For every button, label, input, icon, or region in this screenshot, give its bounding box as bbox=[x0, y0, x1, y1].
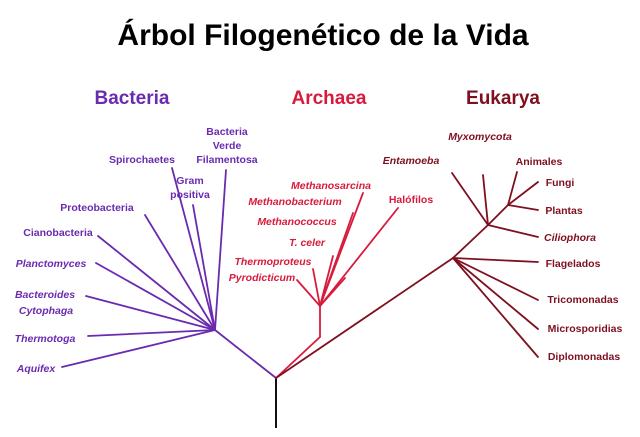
leaf-microsporidias: Microsporidias bbox=[548, 323, 623, 335]
leaf-cytophaga: Cytophaga bbox=[19, 305, 73, 317]
archaea-labels: Methanosarcina Methanobacterium Methanoc… bbox=[229, 180, 434, 284]
leaf-t-celer: T. celer bbox=[289, 237, 326, 249]
branch-cianobacteria bbox=[97, 235, 216, 331]
leaf-myxomycota: Myxomycota bbox=[448, 131, 512, 143]
leaf-bacteria-verde-line1: Bacteria bbox=[206, 126, 248, 138]
branch-animales bbox=[507, 171, 518, 206]
branch-diplomonadas bbox=[452, 257, 539, 358]
domain-label-archaea: Archaea bbox=[292, 88, 367, 109]
branch-halofilos bbox=[319, 207, 399, 307]
branch-myxomycota bbox=[482, 174, 489, 226]
branch-thermoproteus bbox=[312, 268, 321, 307]
leaf-thermotoga: Thermotoga bbox=[15, 333, 76, 345]
bacteria-branches bbox=[61, 167, 277, 379]
branch-plantas bbox=[507, 204, 539, 211]
branch-gram-positiva bbox=[192, 204, 216, 331]
branch-bacteria-verde bbox=[214, 169, 227, 331]
leaf-pyrodicticum: Pyrodicticum bbox=[229, 272, 296, 284]
branch-bacteroides bbox=[85, 295, 216, 331]
leaf-methanococcus: Methanococcus bbox=[257, 216, 337, 228]
branch-flagelados bbox=[452, 257, 539, 263]
domain-label-bacteria: Bacteria bbox=[95, 88, 170, 109]
branch-fungi bbox=[507, 181, 539, 206]
leaf-methanobacterium: Methanobacterium bbox=[248, 196, 341, 208]
leaf-gram-positiva-line1: Gram bbox=[176, 175, 203, 187]
branch-methanobacterium bbox=[319, 212, 354, 307]
branch-crown-inner bbox=[487, 204, 509, 226]
branch-bacteria-main bbox=[214, 329, 277, 379]
leaf-animales: Animales bbox=[516, 156, 563, 168]
leaf-proteobacteria: Proteobacteria bbox=[60, 202, 134, 214]
leaf-halofilos: Halófilos bbox=[389, 194, 433, 206]
domain-label-eukarya: Eukarya bbox=[466, 88, 540, 109]
leaf-bacteria-verde-line2: Verde bbox=[213, 140, 242, 152]
branch-tricomonadas bbox=[452, 257, 539, 301]
eukarya-labels: Myxomycota Entamoeba Animales Fungi Plan… bbox=[383, 131, 623, 363]
leaf-planctomyces: Planctomyces bbox=[16, 258, 87, 270]
eukarya-branches bbox=[275, 171, 539, 379]
bacteria-labels: Bacteria Verde Filamentosa Spirochaetes … bbox=[15, 126, 258, 375]
leaf-methanosarcina: Methanosarcina bbox=[291, 180, 371, 192]
leaf-thermoproteus: Thermoproteus bbox=[234, 256, 311, 268]
leaf-spirochaetes: Spirochaetes bbox=[109, 154, 175, 166]
leaf-plantas: Plantas bbox=[545, 205, 583, 217]
leaf-bacteria-verde-line3: Filamentosa bbox=[196, 154, 257, 166]
leaf-gram-positiva-line2: positiva bbox=[170, 189, 210, 201]
branch-thermotoga bbox=[87, 329, 216, 337]
branch-microsporidias bbox=[452, 257, 539, 330]
leaf-fungi: Fungi bbox=[546, 177, 575, 189]
branch-spirochaetes bbox=[171, 167, 216, 331]
branch-pyrodicticum bbox=[296, 279, 321, 307]
branch-proteobacteria bbox=[144, 214, 216, 331]
branch-ciliophora bbox=[487, 224, 539, 238]
leaf-cianobacteria: Cianobacteria bbox=[23, 227, 93, 239]
leaf-diplomonadas: Diplomonadas bbox=[548, 351, 621, 363]
branch-entamoeba bbox=[451, 172, 489, 226]
branch-archaea-link bbox=[275, 336, 321, 379]
branch-eukarya-main bbox=[275, 257, 454, 379]
leaf-bacteroides: Bacteroides bbox=[15, 289, 75, 301]
leaf-entamoeba: Entamoeba bbox=[383, 155, 440, 167]
branch-planctomyces bbox=[95, 262, 216, 331]
leaf-tricomonadas: Tricomonadas bbox=[547, 294, 618, 306]
leaf-flagelados: Flagelados bbox=[546, 258, 601, 270]
leaf-ciliophora: Ciliophora bbox=[544, 232, 596, 244]
archaea-branches bbox=[275, 192, 399, 379]
page-title: Árbol Filogenético de la Vida bbox=[117, 18, 528, 52]
branch-eukarya-crown bbox=[452, 224, 489, 259]
branch-t-celer bbox=[319, 255, 334, 307]
branch-aquifex bbox=[61, 329, 216, 368]
leaf-aquifex: Aquifex bbox=[16, 363, 57, 375]
